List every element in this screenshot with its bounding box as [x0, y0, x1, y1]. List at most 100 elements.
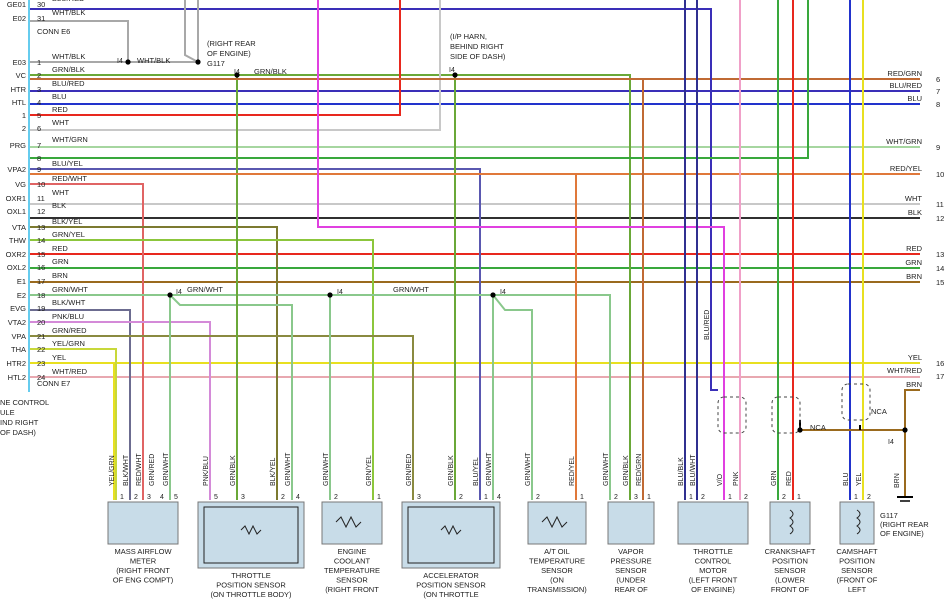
ecm-pin-number: 20	[37, 318, 45, 327]
wire-g117-a	[184, 0, 199, 63]
wire-pin8	[30, 0, 809, 159]
ecm-wire-label: WHT/GRN	[52, 135, 88, 144]
right-wire-label: BLU	[907, 94, 922, 103]
right-pin-number: 8	[936, 100, 940, 109]
ecm-terminal-label: 1	[22, 111, 26, 120]
ecm-pin-number: 5	[37, 111, 41, 120]
component-wire-label: BLU/WHT	[690, 454, 697, 486]
shield-outline	[841, 383, 871, 421]
component-label-ckp: SENSOR	[774, 566, 806, 575]
splice-label: I4	[234, 69, 240, 76]
component-pin-number: 3	[417, 494, 421, 501]
g117-right-label: (RIGHT REAR	[880, 520, 929, 529]
ecm-wire-label: WHT	[52, 188, 69, 197]
component-pin-number: 3	[241, 494, 245, 501]
right-wire-label: BLU/RED	[889, 81, 922, 90]
ecm-terminal-label: VG	[15, 180, 26, 189]
splice-label: I4	[888, 439, 894, 446]
component-label-maf: OF ENG COMPT)	[113, 576, 174, 585]
wire-blk-wht	[30, 309, 131, 500]
component-wire-label: RED/GRN	[636, 454, 643, 486]
ecm-terminal-label: THW	[9, 236, 27, 245]
ecm-wire-label: GRN	[52, 257, 69, 266]
ecm-terminal-label: HTL	[12, 98, 26, 107]
right-wire-label: BRN	[906, 380, 922, 389]
component-label-atoil: TEMPERATURE	[529, 557, 585, 566]
ecm-terminal-label: VPA2	[7, 165, 26, 174]
component-label-tcm: MOTOR	[699, 566, 727, 575]
ecm-wire-label: BLK/WHT	[52, 298, 86, 307]
ecm-terminal-label: VTA	[12, 223, 26, 232]
ecm-wire-label: GRN/WHT	[52, 285, 88, 294]
ecm-wire-label: BLU	[52, 92, 67, 101]
wire-red-5	[30, 0, 401, 116]
ecm-wire-label: BLU/RED	[52, 0, 85, 3]
component-wire-label: GRN/WHT	[285, 452, 292, 486]
component-label-atoil: (ON	[550, 576, 564, 585]
ip-harness-label: SIDE OF DASH)	[450, 52, 506, 61]
splice-label: I4	[117, 58, 123, 65]
component-pin-number: 2	[281, 494, 285, 501]
component-inner-frame	[407, 506, 495, 564]
ecm-pin-number: 13	[37, 223, 45, 232]
ecm-terminal-label: VTA2	[8, 318, 26, 327]
ecm-terminal-label: E03	[13, 58, 26, 67]
ecm-terminal-label: PRG	[10, 141, 26, 150]
component-label-ckp: FRONT OF	[771, 585, 810, 594]
component-pin-number: 2	[782, 494, 786, 501]
ecm-label: ULE	[0, 408, 15, 417]
right-pin-number: 10	[936, 170, 944, 179]
wire-yel-grn	[30, 348, 117, 500]
component-wire-label: BLK/YEL	[270, 457, 277, 486]
ecm-terminal-label: OXL2	[7, 263, 26, 272]
ecm-wire-label: RED	[52, 105, 68, 114]
right-wire-label: BLK	[908, 208, 922, 217]
component-label-tcm: (LEFT FRONT	[689, 576, 738, 585]
component-label-atoil: SENSOR	[541, 566, 573, 575]
wire-pnk-blu	[30, 321, 211, 500]
ecm-pin-number: 8	[37, 154, 41, 163]
ecm-pin-number: 3	[37, 85, 41, 94]
wire-red-yel-atoil	[30, 173, 577, 500]
ecm-pin-number: 22	[37, 345, 45, 354]
ecm-pin-number: 11	[37, 194, 45, 203]
right-pin-number: 7	[936, 87, 940, 96]
splice-label: I4	[500, 289, 506, 296]
component-wire-label: BLU/BLK	[678, 457, 685, 486]
component-wire-label: GRN/YEL	[366, 455, 373, 486]
wire-grn-wht	[30, 294, 611, 500]
component-pin-number: 1	[647, 494, 651, 501]
splice-dot	[234, 72, 240, 78]
component-box-atoil	[527, 501, 587, 545]
ecm-wire-label: GRN/BLK	[52, 65, 85, 74]
component-box-cmp	[839, 501, 875, 545]
g117-right-label: OF ENGINE)	[880, 529, 924, 538]
component-wire-label: GRN	[771, 470, 778, 486]
wire-wht-6	[30, 0, 441, 131]
component-wire-label: BLK/WHT	[123, 454, 130, 486]
component-label-cmp: POSITION	[839, 557, 875, 566]
ecm-wire-label: BLK	[52, 201, 66, 210]
component-pin-number: 4	[160, 494, 164, 501]
component-wire-label: GRN/RED	[149, 454, 156, 486]
component-box-aps	[401, 501, 501, 569]
right-wire-label: RED/GRN	[887, 69, 922, 78]
ecm-pin-number: 2	[37, 71, 41, 80]
component-pin-number: 4	[497, 494, 501, 501]
thermistor-icon	[541, 515, 568, 529]
component-wire-label: RED	[786, 471, 793, 486]
component-label-cmp: LEFT	[848, 585, 867, 594]
ecm-wire-label: BRN	[52, 271, 68, 280]
ecm-wire-label: YEL/GRN	[52, 339, 85, 348]
ecm-wire-label: BLU/YEL	[52, 159, 83, 168]
component-wire-label: GRN/WHT	[163, 452, 170, 486]
component-label-ect: (RIGHT FRONT	[325, 585, 379, 594]
right-pin-number: 11	[936, 200, 944, 209]
wire-blu-red-30	[30, 8, 718, 391]
ecm-pin-number: 4	[37, 98, 41, 107]
wire-grn-blk	[30, 74, 631, 500]
right-pin-number: 15	[936, 278, 944, 287]
ecm-wire-label: YEL	[52, 353, 66, 362]
ecm-wire-label: WHT/BLK	[52, 8, 85, 17]
component-label-tcm: OF ENGINE)	[691, 585, 735, 594]
